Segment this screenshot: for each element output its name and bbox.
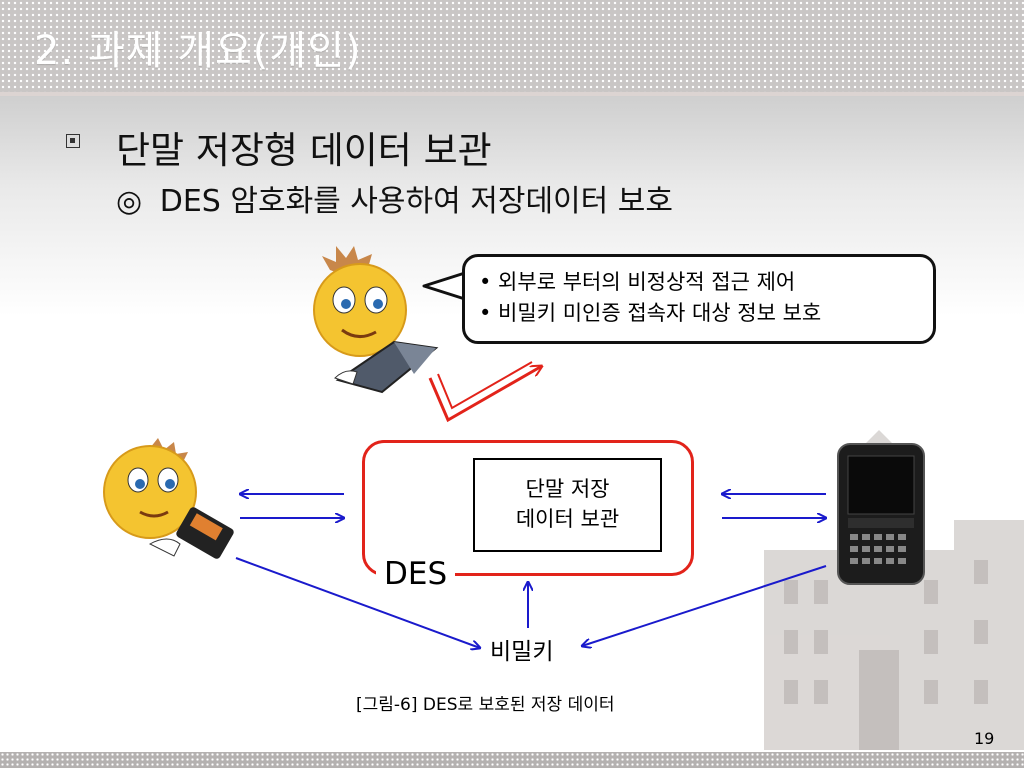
des-boundary [362,440,694,576]
bullet-level1-text: 단말 저장형 데이터 보관 [116,129,492,172]
figure-caption: [그림-6] DES로 보호된 저장 데이터 [356,695,615,715]
speech-line-2: • 비밀키 미인증 접속자 대상 정보 보호 [479,301,822,325]
building-background-image [764,430,1024,750]
smartphone-icon [837,443,925,585]
bullet-level2-text: DES 암호화를 사용하여 저장데이터 보호 [159,184,673,219]
slide-title: 2. 과제 개요(개인) [34,28,362,74]
bullet-level2: ◎ DES 암호화를 사용하여 저장데이터 보호 [116,176,673,220]
des-label: DES [376,556,456,592]
secret-key-label: 비밀키 [490,639,554,665]
bullet-level1: 단말 저장형 데이터 보관 [66,120,492,174]
square-bullet-icon [66,134,80,148]
smiley-user-phone-icon [103,438,234,559]
storage-box-line-2: 데이터 보관 [515,507,620,531]
title-bar: 2. 과제 개요(개인) [0,0,1024,96]
speech-bubble: • 외부로 부터의 비정상적 접근 제어 • 비밀키 미인증 접속자 대상 정보… [462,254,936,344]
footer-strip [0,752,1024,768]
speech-line-1: • 외부로 부터의 비정상적 접근 제어 [479,270,796,294]
storage-box: 단말 저장 데이터 보관 [473,458,662,552]
arrow-user-to-key [235,557,480,648]
bullet-level2-marker: ◎ [116,184,143,219]
attack-arrow [428,361,542,423]
smiley-hacker-laptop-icon [313,246,439,394]
storage-box-line-1: 단말 저장 [525,477,610,501]
arrow-device-to-key [582,565,827,646]
page-number: 19 [974,729,995,748]
